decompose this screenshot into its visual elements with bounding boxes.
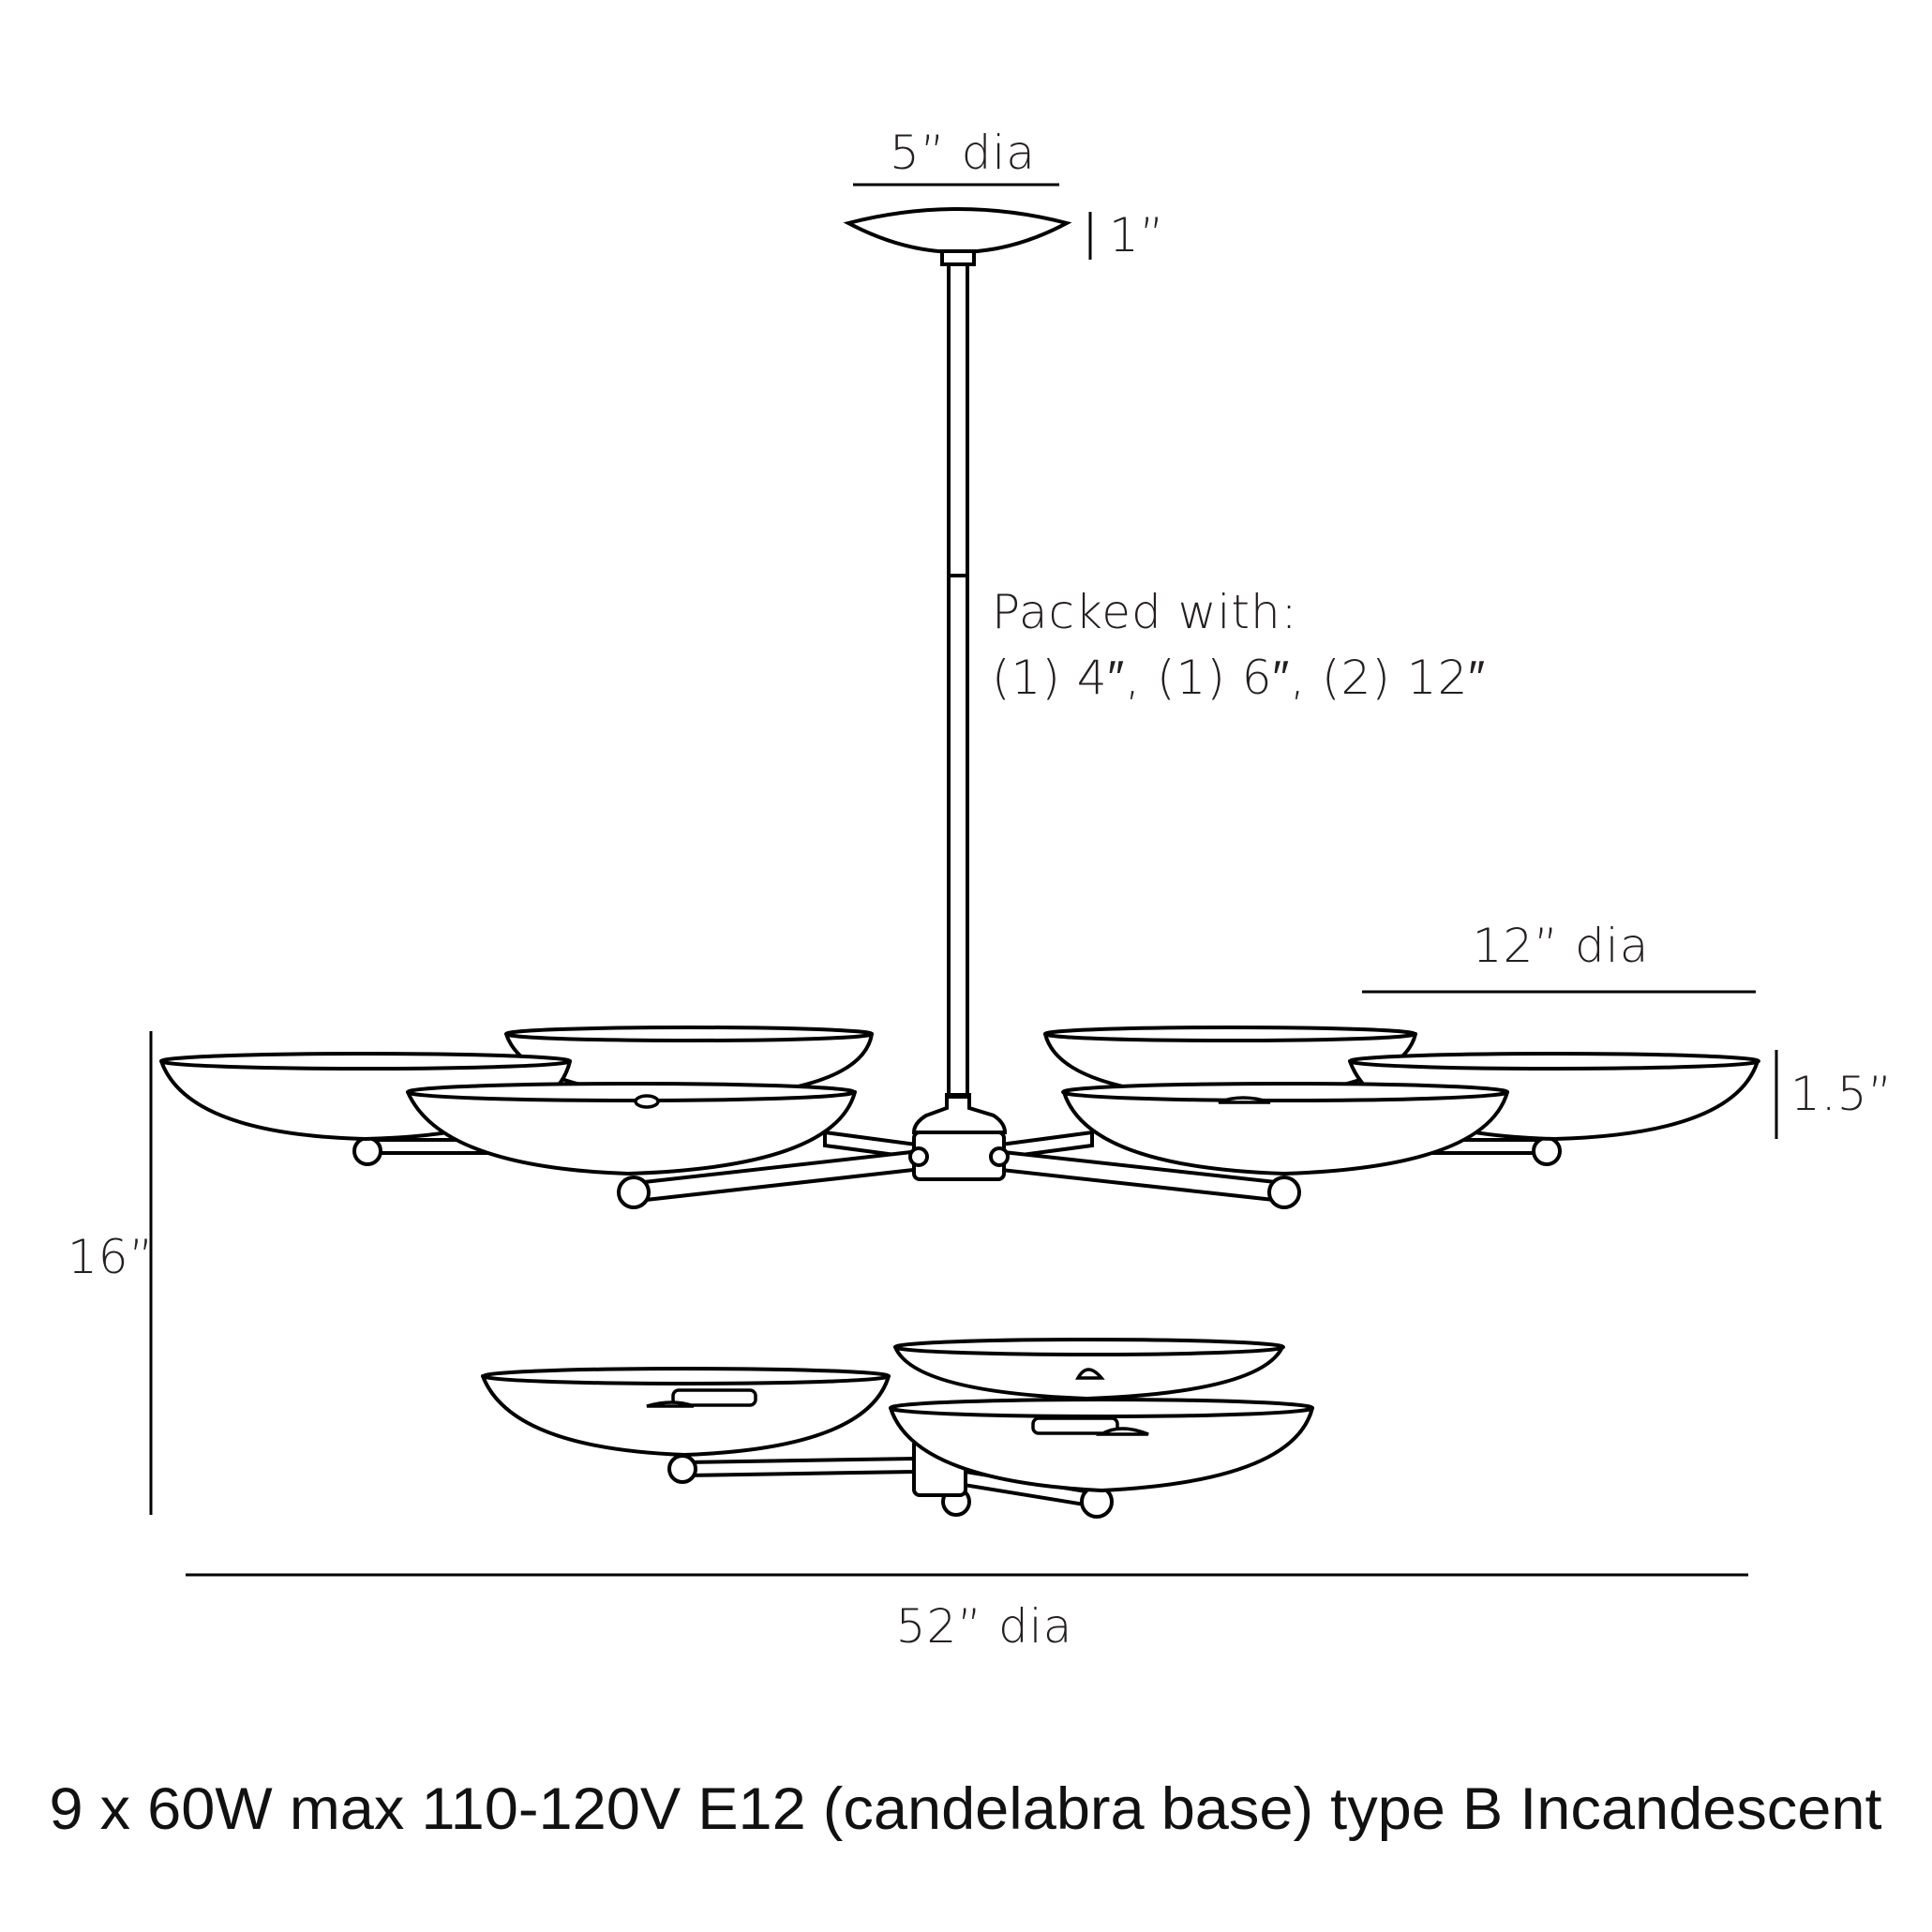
upper-shade-front-left — [406, 1082, 857, 1176]
lower-shade-back — [893, 1338, 1285, 1400]
stem — [945, 262, 971, 1114]
upper-hub — [908, 1095, 1010, 1181]
canopy — [843, 207, 1072, 266]
canopy-diameter-label: 5” dia — [890, 126, 1036, 180]
lower-shade-left — [481, 1367, 891, 1457]
bulb-spec-line: 9 x 60W max 110-120V E12 (candelabra bas… — [50, 1776, 1883, 1842]
canopy-height-label: 1” — [1109, 208, 1165, 262]
packing-note-contents: (1) 4″, (1) 6″, (2) 12″ — [992, 651, 1486, 705]
overall-diameter-label: 52” dia — [896, 1599, 1073, 1654]
shade-diameter-label: 12” dia — [1473, 919, 1650, 973]
lower-shade-front — [889, 1398, 1314, 1492]
dimension-lines — [149, 183, 1778, 1577]
packing-note-title: Packed with: — [992, 585, 1298, 639]
overall-height-label: 16” — [67, 1230, 155, 1284]
shade-height-label: 1.5” — [1790, 1067, 1893, 1121]
upper-shade-back-left — [504, 1026, 874, 1101]
upper-shade-front-right — [1061, 1082, 1509, 1176]
